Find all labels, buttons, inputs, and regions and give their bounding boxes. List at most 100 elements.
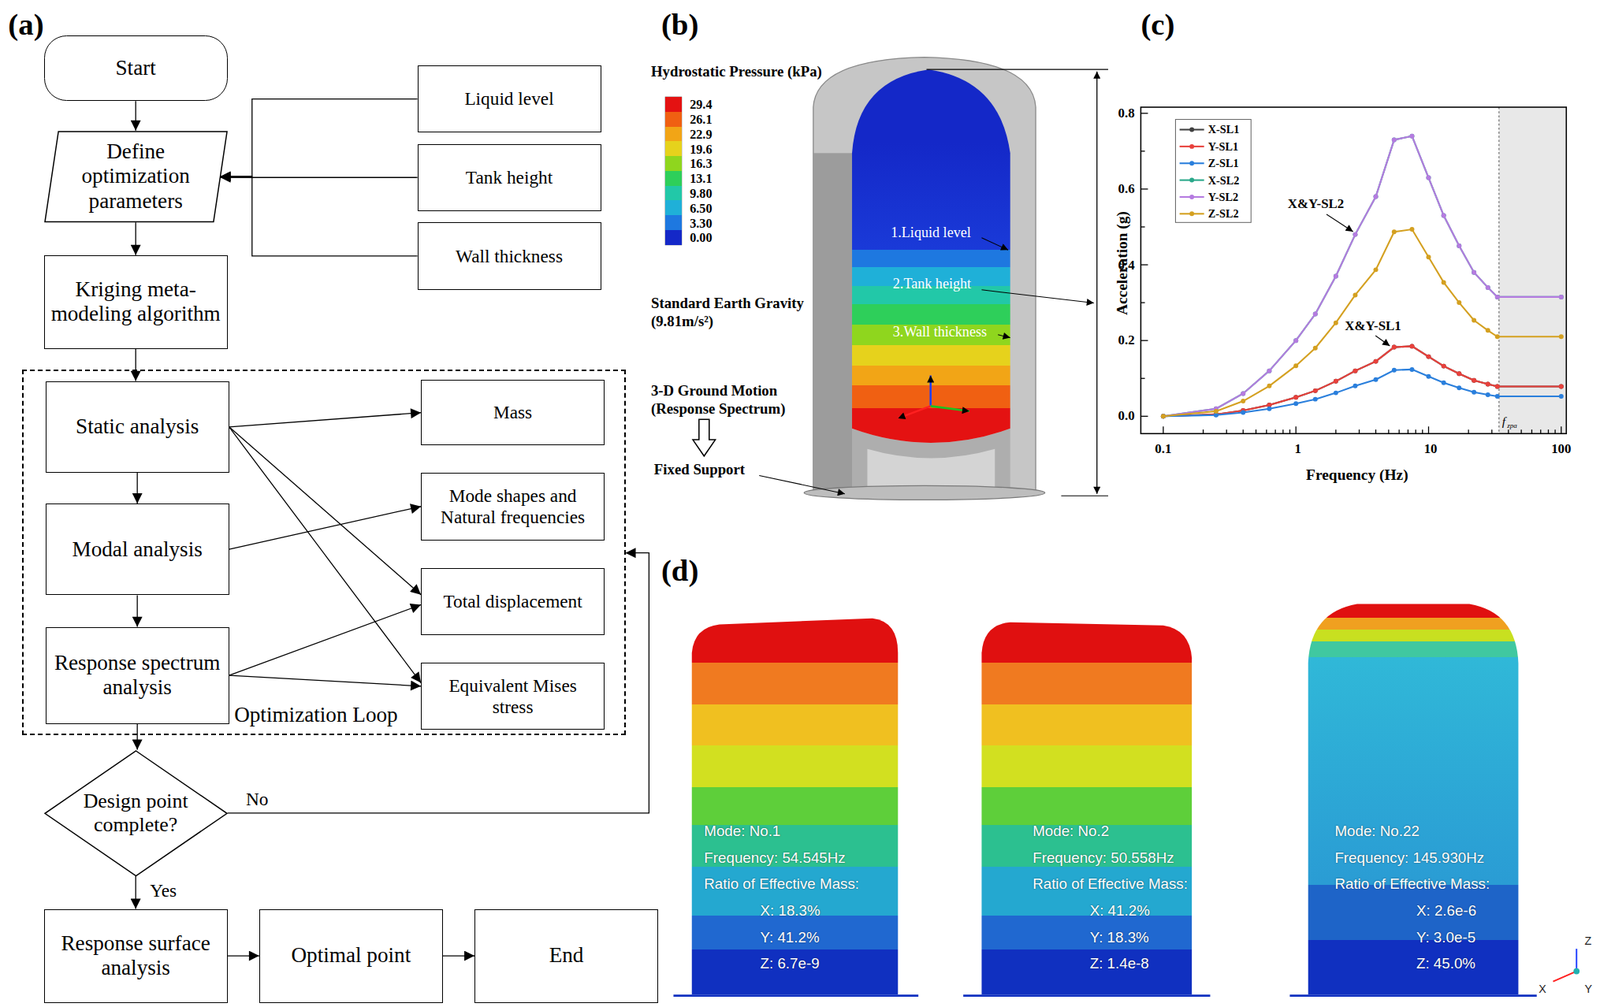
legend-sample-part: [1189, 211, 1195, 216]
response-spectrum-chart-part: [1375, 335, 1390, 347]
mode-annotation: Ratio of Effective Mass:: [1032, 877, 1188, 894]
colorbar-swatch: [665, 171, 682, 187]
text-label: 0.6: [1118, 182, 1135, 197]
legend-text: Y-SL2: [1208, 190, 1239, 203]
spectrum-curve-part: [1441, 279, 1447, 285]
flow-arrow: [135, 222, 137, 255]
axis-tick: [1428, 426, 1429, 434]
edge-label: Yes: [148, 881, 179, 901]
spectrum-curve-part: [1240, 398, 1246, 404]
decision-diamond: Design point complete?: [44, 750, 228, 878]
node-label: End: [549, 943, 585, 968]
colorbar-value: 9.80: [689, 186, 712, 201]
process-box: Tank height: [417, 144, 602, 212]
mode-annotation: Ratio of Effective Mass:: [1334, 877, 1490, 894]
text-label: 3.Wall thickness: [893, 325, 987, 341]
spectrum-curve-part: [1313, 388, 1318, 394]
node-label: Response spectrum analysis: [52, 651, 223, 701]
mode-shapes-part: [1573, 968, 1580, 975]
spectrum-curve-part: [1456, 243, 1462, 249]
colorbar-swatch: [665, 186, 682, 201]
spectrum-curve-part: [1456, 243, 1462, 249]
axis-tick: [1140, 112, 1148, 114]
axis-tick: [1415, 429, 1417, 434]
text-label: Frequency (Hz): [1306, 467, 1409, 484]
mode-shapes-part: [1289, 994, 1537, 998]
flow-arrow: [229, 675, 421, 687]
colorbar-swatch: [665, 200, 682, 216]
spectrum-curve-part: [1471, 270, 1477, 276]
spectrum-curve-part: [1471, 318, 1477, 324]
node-label: Response surface analysis: [50, 931, 221, 982]
spectrum-curve-part: [1409, 367, 1414, 373]
tank-illustration-part: [813, 152, 853, 492]
spectrum-curve-part: [1160, 413, 1166, 419]
axis-tick: [1358, 429, 1360, 434]
tank-illustration-part: [897, 405, 931, 419]
node-label: Start: [115, 55, 157, 81]
spectrum-curve-part: [1426, 254, 1432, 260]
colorbar-swatch: [665, 230, 682, 246]
spectrum-curve-part: [1240, 390, 1246, 396]
spectrum-curve-part: [1456, 385, 1462, 391]
flow-arrow: [229, 506, 421, 550]
legend-sample-part: [1189, 194, 1195, 200]
axis-tick: [1140, 226, 1145, 227]
axis-tick: [1202, 429, 1204, 434]
spectrum-curve-part: [1559, 334, 1564, 339]
mode-shapes-part: [1308, 604, 1519, 996]
spectrum-curve-part: [1266, 368, 1272, 374]
colorbar-value: 26.1: [689, 112, 712, 127]
spectrum-curve-part: [1426, 175, 1432, 181]
spectrum-curve-part: [1352, 368, 1358, 374]
axis-tick: [1140, 264, 1148, 265]
spectrum-curve-part: [1426, 354, 1432, 360]
colorbar-swatch: [665, 141, 682, 157]
spectrum-curve-part: [1441, 213, 1447, 219]
legend-sample-part: [1189, 178, 1195, 183]
axis-tick: [1140, 150, 1145, 152]
flow-arrow: [135, 349, 137, 382]
colorbar-swatch: [665, 215, 682, 231]
text-label: 3-D Ground Motion: [651, 383, 778, 399]
spectrum-curve-part: [1495, 334, 1500, 339]
legend-text: Y-SL1: [1208, 140, 1239, 153]
mode-shapes-part: [673, 994, 919, 998]
text-label: f: [1502, 415, 1506, 428]
flow-arrow: [229, 605, 421, 677]
spectrum-curve-part: [1471, 378, 1477, 384]
colorbar-swatch: [665, 111, 682, 127]
spectrum-curve-part: [1352, 292, 1358, 298]
spectrum-curve-part: [1391, 137, 1397, 142]
spectrum-curve-part: [1160, 413, 1166, 419]
spectrum-curve-part: [1160, 413, 1166, 419]
process-box: Optimal point: [259, 909, 443, 1004]
legend-sample: [1179, 127, 1205, 133]
text-label: 0.4: [1118, 258, 1135, 273]
tank-illustration-part: [930, 405, 970, 411]
spectrum-curve-part: [1160, 413, 1166, 419]
process-box: Liquid level: [417, 65, 602, 133]
legend-sample-part: [1189, 160, 1195, 166]
axis-tick: [1274, 429, 1276, 434]
spectrum-curve-part: [1333, 390, 1339, 396]
colorbar-value: 29.4: [689, 97, 712, 112]
panel-label: (a): [7, 8, 44, 41]
spectrum-curve-part: [1391, 229, 1397, 235]
process-box: Wall thickness: [417, 222, 602, 290]
axis-tick: [1399, 429, 1400, 434]
mode-annotation: Z: 45.0%: [1416, 956, 1476, 973]
tank-illustration-part: [759, 475, 845, 494]
flow-arrow: [135, 100, 137, 131]
spectrum-curve-part: [1160, 413, 1166, 419]
text-label: 0.8: [1118, 106, 1135, 121]
spectrum-curve-part: [1441, 364, 1447, 369]
spectrum-curve-part: [1391, 368, 1397, 373]
input-parallelogram-outline-part: [44, 131, 227, 223]
spectrum-curve-part: [1213, 409, 1219, 414]
axis-tick: [1282, 429, 1284, 434]
text-label: 100: [1551, 442, 1571, 457]
spectrum-curve-part: [1441, 380, 1447, 386]
response-spectrum-chart-part: [1499, 107, 1567, 434]
